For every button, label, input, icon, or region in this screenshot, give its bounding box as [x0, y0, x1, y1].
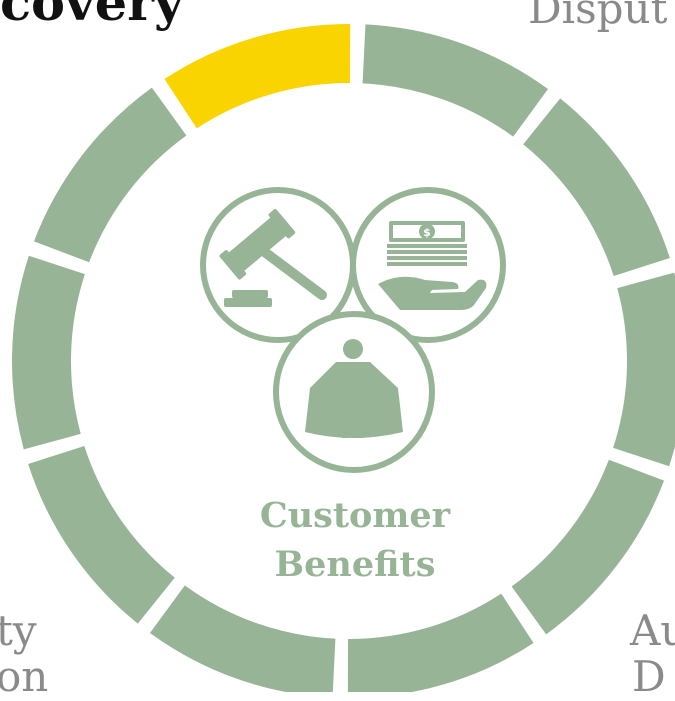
dispute-label: Disput [528, 0, 668, 33]
bottom-left-label-line2: on [0, 652, 49, 701]
heading-recovery-label: covery [0, 0, 184, 32]
superhero-icon [305, 339, 403, 438]
ring-segment [28, 445, 175, 624]
ring-segment [613, 272, 675, 467]
hero-circle [273, 311, 435, 473]
gavel-icon [219, 209, 327, 307]
ring-segment [523, 98, 670, 277]
ring-segment [362, 24, 549, 137]
bottom-left-label-line1: ty [0, 606, 37, 655]
center-title-line2: Benefits [274, 544, 436, 585]
money-circle: $ [350, 187, 506, 343]
ring-segment [149, 585, 336, 692]
bottom-right-label-line2: D [632, 652, 666, 701]
svg-text:$: $ [423, 226, 431, 239]
ring-segment [511, 459, 665, 635]
ring-segment [11, 255, 85, 450]
ring-segment [347, 593, 534, 692]
center-title-line1: Customer [259, 495, 451, 536]
segment-ring [11, 24, 675, 692]
bottom-right-label-line1: Au [630, 606, 675, 655]
ring-segment [33, 87, 187, 263]
money-hand-icon: $ [378, 221, 487, 310]
ring-segment-highlighted [164, 24, 351, 129]
